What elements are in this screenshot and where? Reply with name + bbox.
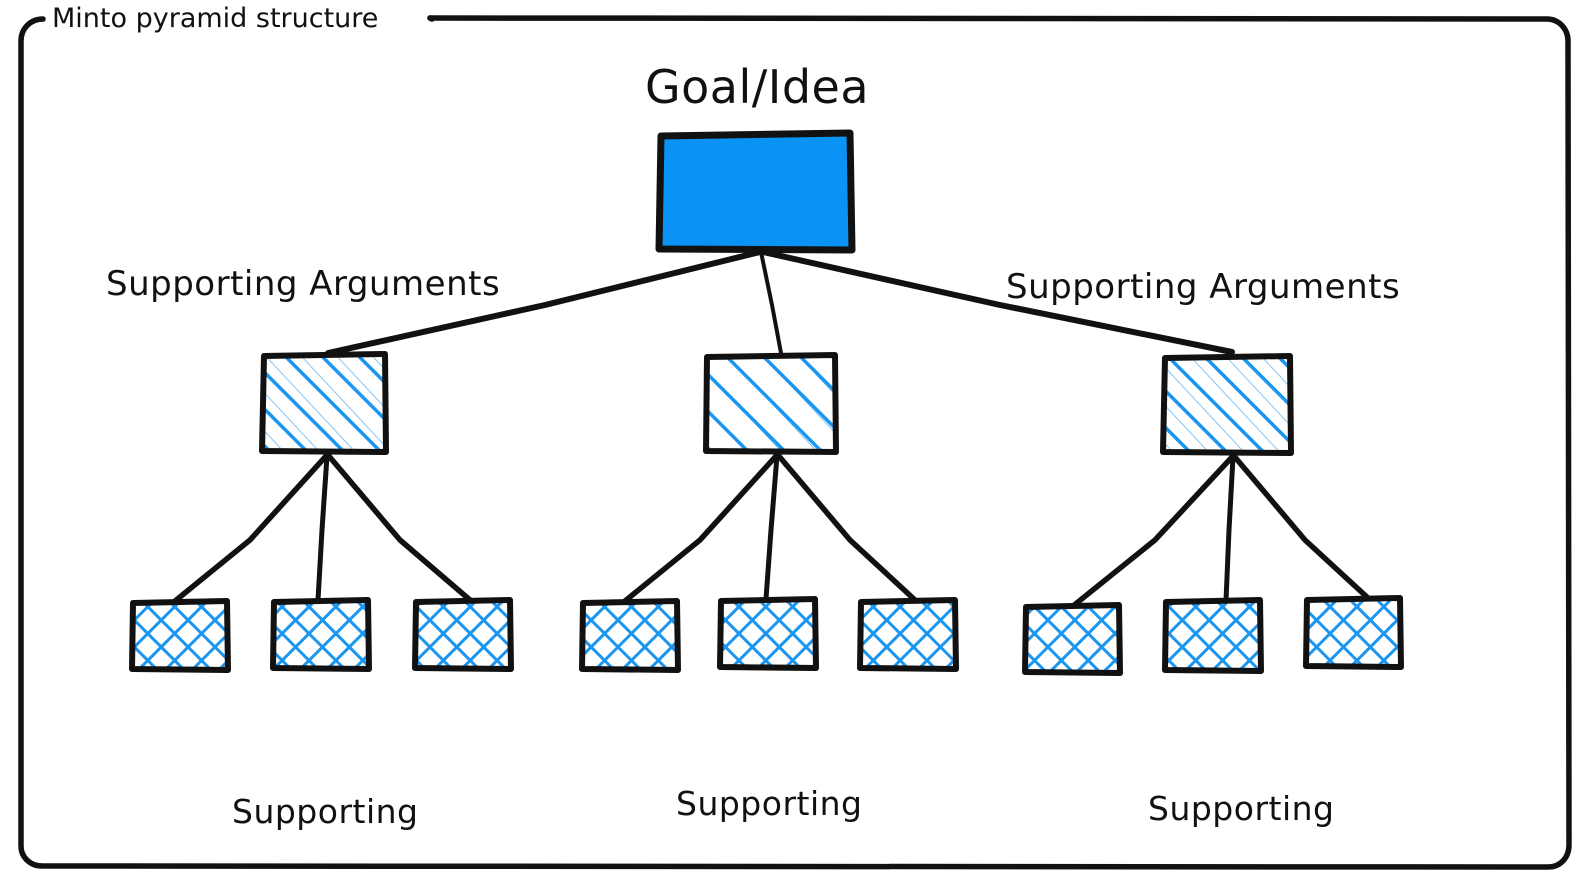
data-box-right-1[interactable]: [1022, 602, 1123, 676]
supporting-data-label-right-line1: Supporting: [1148, 788, 1335, 828]
diagram-title: Minto pyramid structure: [52, 3, 379, 34]
data-box-middle-3[interactable]: [857, 597, 959, 672]
connectors-right-group: [1070, 453, 1371, 609]
data-box-middle-1[interactable]: [579, 598, 681, 673]
supporting-arguments-label-left: Supporting Arguments: [106, 264, 501, 304]
connectors-goal-to-arguments: [325, 249, 1235, 356]
argument-box-right[interactable]: [1160, 353, 1294, 456]
supporting-data-label-right: Supporting Data/Insights: [1148, 705, 1373, 893]
data-box-right-2[interactable]: [1162, 597, 1264, 674]
supporting-data-label-middle: Supporting Data/Insights: [676, 700, 901, 893]
data-box-middle-2[interactable]: [717, 596, 819, 671]
goal-label: Goal/Idea: [645, 60, 870, 114]
connectors-left-group: [172, 452, 473, 604]
argument-box-left[interactable]: [259, 351, 389, 455]
goal-box[interactable]: [655, 129, 856, 254]
supporting-data-label-left-line1: Supporting: [232, 791, 419, 831]
supporting-data-label-left: Supporting Data/Insights: [232, 708, 457, 893]
connectors-middle-group: [622, 452, 918, 604]
data-box-left-2[interactable]: [270, 597, 372, 672]
outer-frame: [18, 15, 1572, 870]
supporting-data-label-middle-line1: Supporting: [676, 783, 863, 823]
argument-box-middle[interactable]: [703, 352, 839, 455]
data-box-right-3[interactable]: [1303, 595, 1404, 670]
data-box-left-1[interactable]: [129, 598, 231, 673]
supporting-arguments-label-right: Supporting Arguments: [1006, 267, 1401, 307]
data-box-left-3[interactable]: [412, 597, 514, 672]
